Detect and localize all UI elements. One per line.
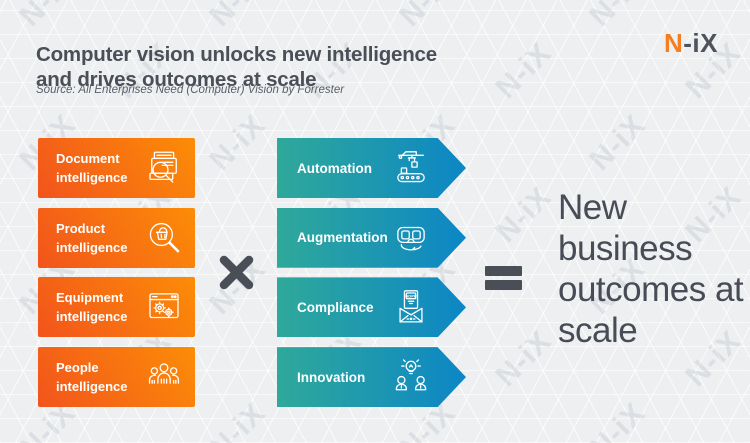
automation-conveyor-icon (390, 147, 432, 189)
brand-watermark: N-iX (583, 0, 652, 34)
intelligence-card-label: People intelligence (56, 360, 128, 395)
brand-watermark: N-iX (393, 0, 462, 34)
vr-goggles-icon (390, 217, 432, 259)
brand-watermark: N-iX (489, 324, 558, 393)
brand-watermark: N-iX (489, 180, 558, 249)
logo-letter-n: N (663, 28, 684, 58)
outcome-card-label: Innovation (297, 369, 366, 385)
brand-watermark: N-iX (203, 108, 272, 177)
outcome-card-label: Augmentation (297, 230, 388, 246)
outcome-arrow-card: Automation (277, 138, 466, 198)
intelligence-card-label: Equipment intelligence (56, 290, 128, 325)
brand-watermark: N-iX (13, 0, 82, 34)
intelligence-card: People intelligence (38, 347, 195, 408)
intelligence-card: Equipment intelligence (38, 277, 195, 338)
result-text: New business outcomes at scale (558, 188, 744, 350)
brand-watermark: N-iX (203, 0, 272, 34)
intelligence-card: Product intelligence (38, 207, 195, 268)
brand-watermark: N-iX (489, 36, 558, 105)
people-group-icon (143, 356, 185, 398)
brand-watermark: N-iX (203, 396, 272, 443)
outcome-arrow-card: Compliance GDPR (277, 277, 466, 338)
source-note: Source: All Enterprises Need (Computer) … (36, 84, 345, 96)
product-search-icon (143, 217, 185, 259)
title-line-2: and drives outcomes at scale (36, 68, 317, 92)
intelligence-column: Document intelligence Product intelligen… (38, 138, 195, 408)
title-line-1: Computer vision unlocks new intelligence (36, 42, 437, 66)
equals-bar-bottom (485, 280, 522, 290)
outcome-arrow-card: Augmentation (277, 207, 466, 268)
gdpr-envelope-icon: GDPR (390, 286, 432, 328)
nix-logo: N-iX (664, 28, 718, 59)
equals-bar-top (485, 266, 522, 276)
outcome-card-label: Automation (297, 160, 372, 176)
outcome-card-label: Compliance (297, 299, 374, 315)
outcome-arrow-card: Innovation (277, 347, 466, 408)
multiply-icon (219, 255, 254, 290)
intelligence-card-label: Product intelligence (56, 220, 128, 255)
svg-text:GDPR: GDPR (405, 294, 417, 299)
document-scan-icon (143, 147, 185, 189)
lightbulb-people-icon (390, 356, 432, 398)
logo-letters-ix: -iX (683, 28, 718, 58)
page-title: Computer vision unlocks new intelligence… (36, 42, 437, 93)
equipment-gears-icon (143, 286, 185, 328)
multiply-operator (219, 255, 254, 290)
brand-watermark: N-iX (583, 396, 652, 443)
equals-operator (485, 266, 522, 290)
intelligence-card: Document intelligence (38, 138, 195, 198)
intelligence-card-label: Document intelligence (56, 151, 128, 185)
outcomes-column: Automation Augmentation Compliance GDPR … (277, 138, 466, 408)
brand-watermark: N-iX (583, 108, 652, 177)
